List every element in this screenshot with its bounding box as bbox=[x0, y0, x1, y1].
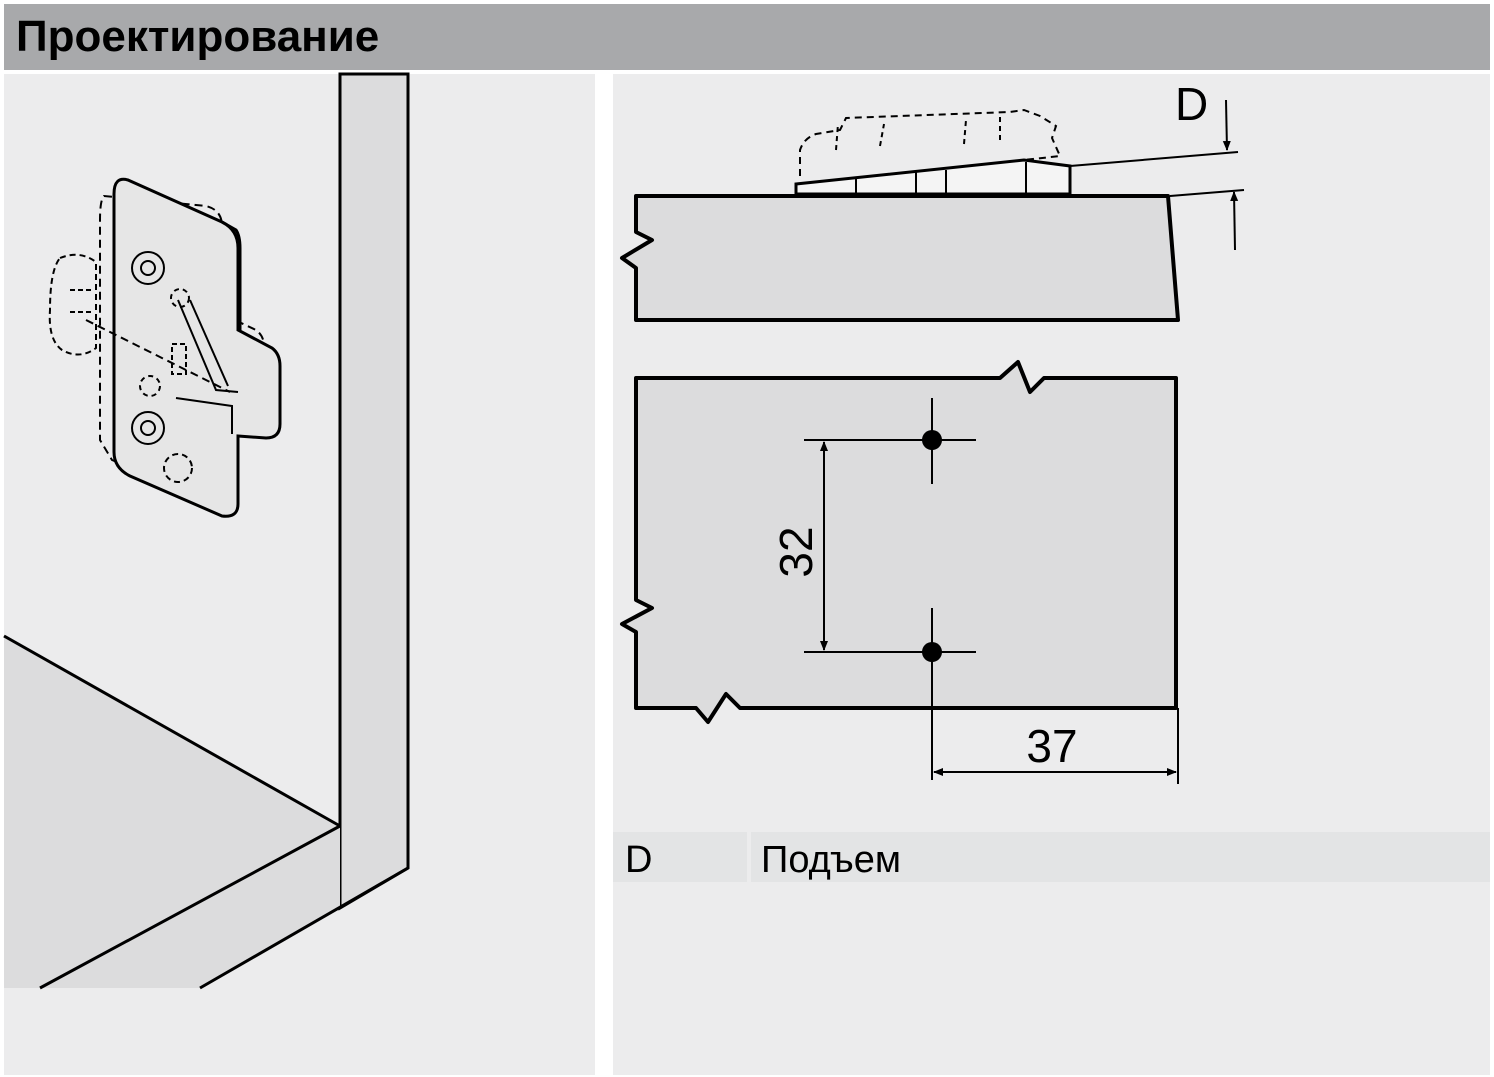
front-view bbox=[620, 360, 1179, 784]
section-header: Проектирование bbox=[4, 4, 1490, 70]
lift-dimension-label: D bbox=[1175, 78, 1208, 130]
hole-spacing-label: 32 bbox=[770, 526, 822, 577]
spec-table-key-cell: D bbox=[613, 832, 747, 882]
spec-table-value: Подъем bbox=[761, 839, 901, 881]
cabinet-bottom-shelf bbox=[4, 636, 340, 988]
mounting-plate-illustration bbox=[48, 177, 282, 518]
edge-distance-label: 37 bbox=[1026, 720, 1077, 772]
cabinet-illustration bbox=[3, 72, 595, 1075]
side-view bbox=[620, 99, 1245, 322]
section-title: Проектирование bbox=[16, 12, 380, 61]
spec-table-key: D bbox=[625, 839, 653, 881]
cabinet-side-edge bbox=[338, 72, 410, 911]
spec-table-value-cell: Подъем bbox=[751, 832, 1490, 882]
